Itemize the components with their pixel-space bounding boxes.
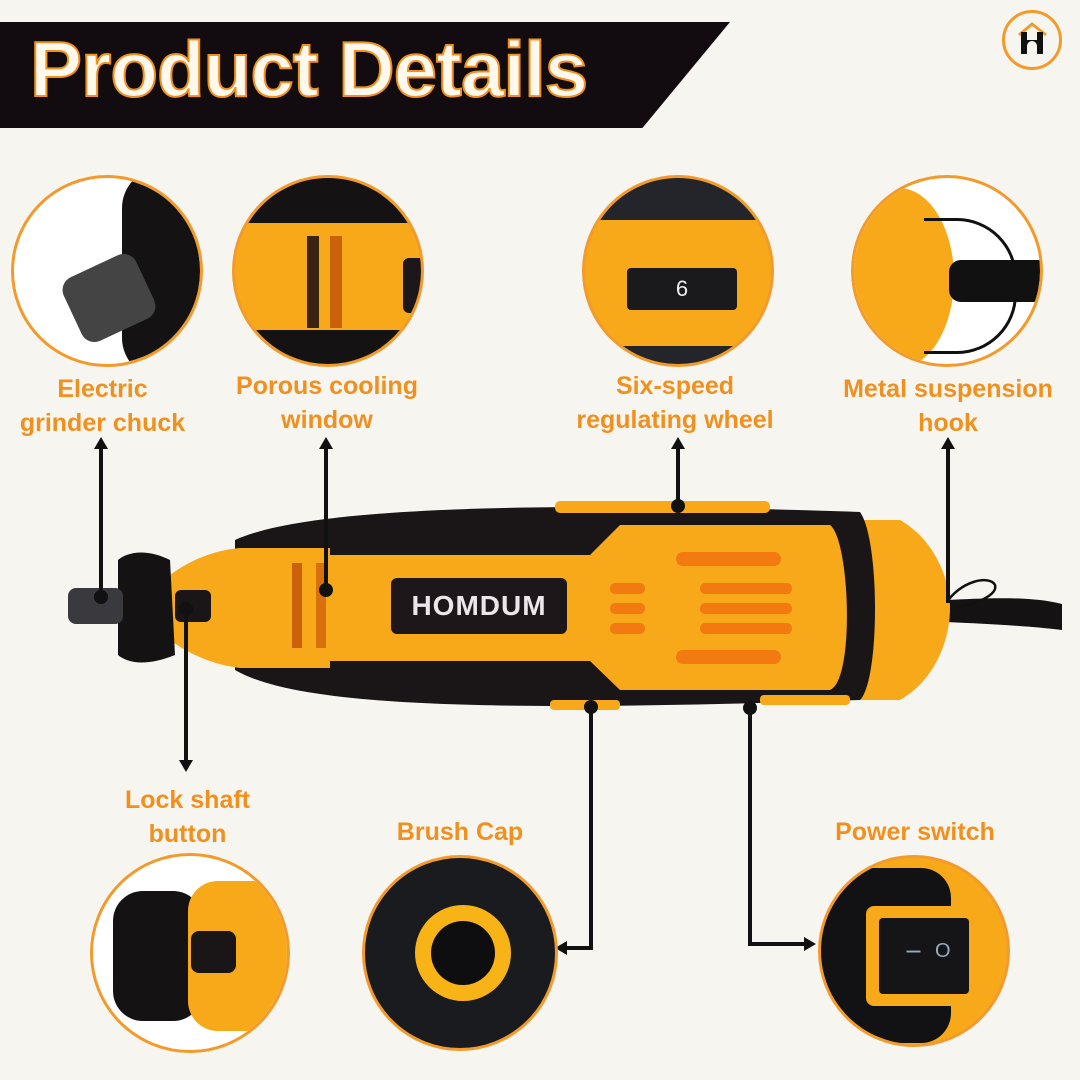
switch-off-symbol: O [935,940,951,962]
connector-power-vertical [748,708,752,946]
arrow-down-icon [179,760,193,772]
arrow-up-icon [94,437,108,449]
detail-circle-power-switch: I O [818,855,1010,1047]
callout-hook-label: Metal suspension hook [843,375,1053,437]
callout-cooling-label: Porous cooling window [236,372,418,434]
connector-lock [184,610,188,760]
speed-wheel-value: 6 [627,268,737,310]
connector-brush-horizontal [565,946,593,950]
page-title: Product Details [29,25,589,113]
connector-power-horizontal [748,942,806,946]
connector-chuck [99,448,103,598]
callout-brush-label: Brush Cap [396,818,524,846]
brand-logo [1002,10,1062,70]
header-banner [0,22,730,128]
detail-circle-brush-cap [362,855,558,1051]
switch-on-symbol: I [901,948,924,955]
arrow-up-icon [941,437,955,449]
anchor-dot [94,590,108,604]
anchor-dot [319,583,333,597]
callout-chuck-label: Electric grinder chuck [19,375,186,437]
detail-circle-hook [851,175,1043,367]
detail-circle-cooling [232,175,424,367]
callout-speed-label: Six-speed regulating wheel [576,372,774,434]
anchor-dot [179,602,193,616]
callout-power-label: Power switch [835,818,995,846]
detail-circle-speed-wheel: 6 [582,175,774,367]
house-h-logo-icon [1018,22,1047,54]
connector-cooling [324,448,328,588]
connector-speed [676,448,680,503]
brand-plate: HOMDUM [391,578,567,634]
callout-lock-label: Lock shaft button [124,786,251,848]
arrow-left-icon [555,941,567,955]
detail-circle-lock [90,853,290,1053]
connector-brush-vertical [589,707,593,950]
detail-circle-chuck [11,175,203,367]
arrow-right-icon [804,937,816,951]
anchor-dot [671,499,685,513]
arrow-up-icon [671,437,685,449]
arrow-up-icon [319,437,333,449]
connector-hook [946,448,950,603]
